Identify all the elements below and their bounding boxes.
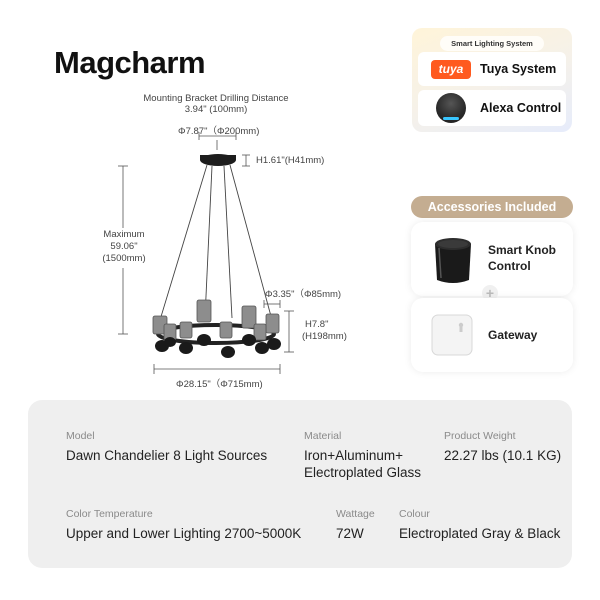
smart-knob-label-2: Control: [488, 259, 531, 273]
gateway-icon: [431, 314, 473, 356]
colour-label: Colour: [399, 508, 430, 520]
max-label: Maximum: [103, 229, 145, 240]
smart-knob-label-1: Smart Knob: [488, 243, 557, 257]
bracket-value: 3.94" (100mm): [184, 104, 248, 115]
accessories-title: Accessories Included: [411, 196, 573, 218]
color-temp-value: Upper and Lower Lighting 2700~5000K: [66, 526, 302, 541]
canopy-diameter-label: Φ7.87"（Φ200mm): [178, 126, 260, 137]
shade-diameter-marker: [263, 300, 281, 308]
tuya-row: tuya Tuya System: [418, 52, 566, 86]
plus-icon: +: [482, 285, 498, 301]
wattage-label: Wattage: [336, 508, 375, 520]
material-value-line2: Electroplated Glass: [304, 465, 422, 480]
body-height-inches: H7.8": [305, 319, 329, 330]
black-lower-shades: [155, 334, 281, 358]
smart-knob-icon: [435, 238, 471, 283]
material-label: Material: [304, 430, 342, 442]
max-height-marker: [118, 165, 128, 335]
canopy-height-label: H1.61"(H41mm): [256, 155, 325, 166]
overall-diameter-marker: [153, 364, 281, 374]
color-temp-label: Color Temperature: [66, 508, 153, 520]
max-mm: (1500mm): [102, 253, 146, 264]
alexa-row: Alexa Control: [418, 90, 566, 126]
body-height-mm: (H198mm): [302, 331, 347, 342]
shade-diameter-label: Φ3.35"（Φ85mm): [265, 289, 342, 300]
gateway-label: Gateway: [488, 328, 538, 342]
canopy-height-marker: [242, 154, 250, 167]
weight-value: 22.27 lbs (10.1 KG): [444, 448, 562, 463]
model-value: Dawn Chandelier 8 Light Sources: [66, 448, 268, 463]
body-height-marker: [284, 310, 294, 353]
wattage-value: 72W: [336, 526, 364, 541]
smart-lighting-title: Smart Lighting System: [440, 36, 544, 51]
alexa-label: Alexa Control: [480, 101, 562, 115]
tuya-logo-icon: tuya: [431, 60, 471, 79]
echo-speaker-icon: [436, 93, 466, 123]
weight-label: Product Weight: [444, 430, 516, 442]
tuya-label: Tuya System: [480, 62, 557, 76]
specs-panel: Model Dawn Chandelier 8 Light Sources Ma…: [28, 400, 572, 568]
suspension-cables: [159, 164, 273, 321]
colour-value: Electroplated Gray & Black: [399, 526, 561, 541]
model-label: Model: [66, 430, 95, 442]
brand-title: Magcharm: [54, 45, 206, 80]
glass-shades: [152, 299, 280, 341]
gateway-card: Gateway: [411, 298, 573, 372]
material-value-line1: Iron+Aluminum+: [304, 448, 404, 463]
smart-knob-card: Smart Knob Control: [411, 222, 573, 296]
chandelier-diagram: [118, 132, 294, 374]
smart-lighting-card: Smart Lighting System tuya Tuya System A…: [412, 28, 572, 132]
bracket-dimension-line: [198, 132, 237, 150]
max-inches: 59.06": [110, 241, 138, 252]
overall-diameter-label: Φ28.15"（Φ715mm): [176, 379, 263, 390]
bracket-title: Mounting Bracket Drilling Distance: [143, 93, 289, 104]
